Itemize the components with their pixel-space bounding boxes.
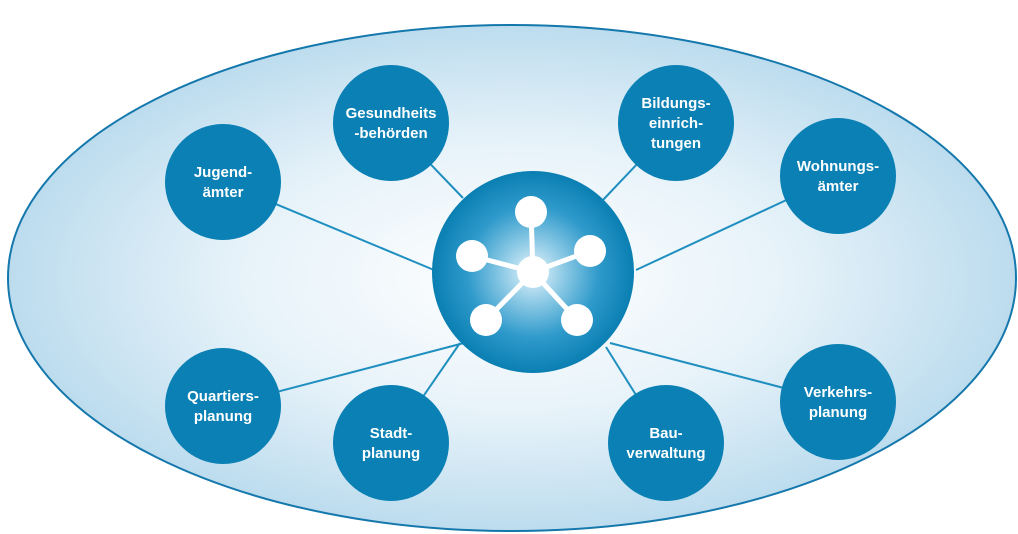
connector-lines — [274, 162, 788, 398]
node-bildungseinrichtungen: Bildungs-einrich-tungen — [618, 65, 734, 181]
node-circle — [333, 65, 449, 181]
node-verkehrsplanung: Verkehrs-planung — [780, 344, 896, 460]
node-label-line: -behörden — [354, 125, 427, 142]
node-circle — [618, 65, 734, 181]
network-hub-icon — [456, 196, 606, 336]
node-stadtplanung: Stadt-planung — [333, 385, 449, 501]
node-label-line: ämter — [818, 178, 859, 195]
connector-jugendaemter — [274, 202, 435, 271]
node-label-line: Quartiers- — [187, 388, 259, 405]
stakeholder-nodes: Gesundheits -behörden Bildungs-einrich-tun… — [165, 65, 896, 501]
node-wohnungsaemter: Wohnungs-ämter — [780, 118, 896, 234]
node-circle — [780, 344, 896, 460]
node-circle — [780, 118, 896, 234]
node-circle — [165, 348, 281, 464]
node-jugendaemter: Jugend-ämter — [165, 124, 281, 240]
node-label-line: planung — [194, 408, 252, 425]
connector-bildungseinrichtungen — [601, 162, 639, 202]
node-label-line: einrich- — [649, 115, 703, 132]
node-label-line: planung — [362, 445, 420, 462]
node-gesundheitsbehoerden: Gesundheits -behörden — [333, 65, 449, 181]
central-hub — [432, 171, 634, 373]
connector-verkehrsplanung — [609, 342, 785, 389]
connector-bauverwaltung — [605, 346, 638, 397]
node-label-line: Stadt- — [370, 425, 413, 442]
node-label-line: ämter — [203, 184, 244, 201]
node-circle — [333, 385, 449, 501]
connector-stadtplanung — [421, 342, 461, 398]
node-circle — [165, 124, 281, 240]
node-quartiersplanung: Quartiers-planung — [165, 348, 281, 464]
node-label-line: Bau- — [649, 425, 682, 442]
node-label-line: planung — [809, 404, 867, 421]
connector-gesundheitsbehoerden — [429, 162, 464, 199]
node-bauverwaltung: Bau-verwaltung — [608, 385, 724, 501]
node-label-line: Verkehrs- — [804, 384, 872, 401]
node-label-line: tungen — [651, 135, 701, 152]
node-label-line: verwaltung — [626, 445, 705, 462]
node-label-line: Bildungs- — [641, 95, 710, 112]
node-label-line: Gesundheits — [346, 105, 437, 122]
connector-wohnungsaemter — [635, 198, 788, 271]
connector-quartiersplanung — [276, 342, 465, 393]
node-circle — [608, 385, 724, 501]
node-label-line: Wohnungs- — [797, 158, 879, 175]
node-label-line: Jugend- — [194, 164, 252, 181]
